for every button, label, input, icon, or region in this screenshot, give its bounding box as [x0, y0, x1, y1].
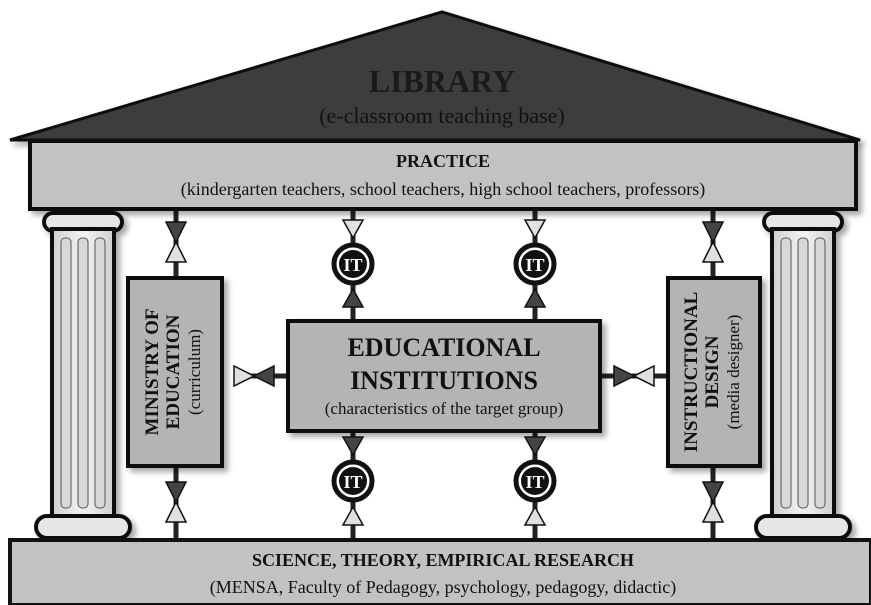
- arrow-down-icon: [523, 219, 547, 240]
- instructional-line1: INSTRUCTIONAL: [681, 292, 702, 452]
- science-subtitle: (MENSA, Faculty of Pedagogy, psychology,…: [210, 577, 676, 598]
- arrow-up-icon: [341, 505, 365, 526]
- arrow-up-icon: [164, 240, 188, 263]
- institutions-line3: (characteristics of the target group): [325, 399, 564, 418]
- science-base: [8, 538, 871, 605]
- practice-beam: [28, 139, 858, 211]
- ministry-box: [126, 276, 224, 468]
- it-label: IT: [343, 472, 362, 492]
- arrow-left-icon: [632, 364, 655, 388]
- arrow-right-icon: [613, 364, 636, 388]
- arrow-up-icon: [701, 500, 725, 523]
- arrow-right-icon: [252, 364, 275, 388]
- arrow-down-icon: [701, 221, 725, 244]
- it-node-top-right: IT: [513, 242, 557, 286]
- practice-title: PRACTICE: [396, 151, 490, 171]
- arrow-up-icon: [341, 287, 365, 308]
- practice-subtitle: (kindergarten teachers, school teachers,…: [181, 179, 705, 200]
- arrow-up-icon: [164, 500, 188, 523]
- arrow-up-icon: [523, 505, 547, 526]
- arrow-down-icon: [164, 221, 188, 244]
- arrow-down-icon: [523, 436, 547, 457]
- right-column: [754, 211, 852, 540]
- left-column: [34, 211, 132, 540]
- ministry-line3: (curriculum): [185, 329, 204, 415]
- arrow-left-icon: [233, 364, 256, 388]
- arrow-down-icon: [341, 436, 365, 457]
- instructional-line2: DESIGN: [702, 335, 723, 408]
- arrow-up-icon: [523, 287, 547, 308]
- it-node-bottom-left: IT: [331, 459, 375, 503]
- instructional-box: [666, 276, 762, 468]
- instructional-line3: (media designer): [724, 315, 743, 430]
- science-title: SCIENCE, THEORY, EMPIRICAL RESEARCH: [252, 550, 634, 570]
- library-subtitle: (e-classroom teaching base): [319, 103, 565, 128]
- library-title: LIBRARY: [369, 63, 515, 99]
- ministry-line1: MINISTRY OF: [142, 309, 163, 436]
- arrow-down-icon: [164, 481, 188, 504]
- arrow-markers: [164, 219, 725, 526]
- institutions-line1: EDUCATIONAL: [347, 333, 540, 362]
- it-label: IT: [525, 255, 544, 275]
- arrow-down-icon: [701, 481, 725, 504]
- it-node-bottom-right: IT: [513, 459, 557, 503]
- it-node-top-left: IT: [331, 242, 375, 286]
- institutions-line2: INSTITUTIONS: [350, 366, 538, 395]
- arrow-down-icon: [341, 219, 365, 240]
- ministry-line2: EDUCATION: [163, 314, 184, 429]
- it-label: IT: [525, 472, 544, 492]
- institutions-box: [286, 319, 602, 433]
- it-label: IT: [343, 255, 362, 275]
- arrow-up-icon: [701, 240, 725, 263]
